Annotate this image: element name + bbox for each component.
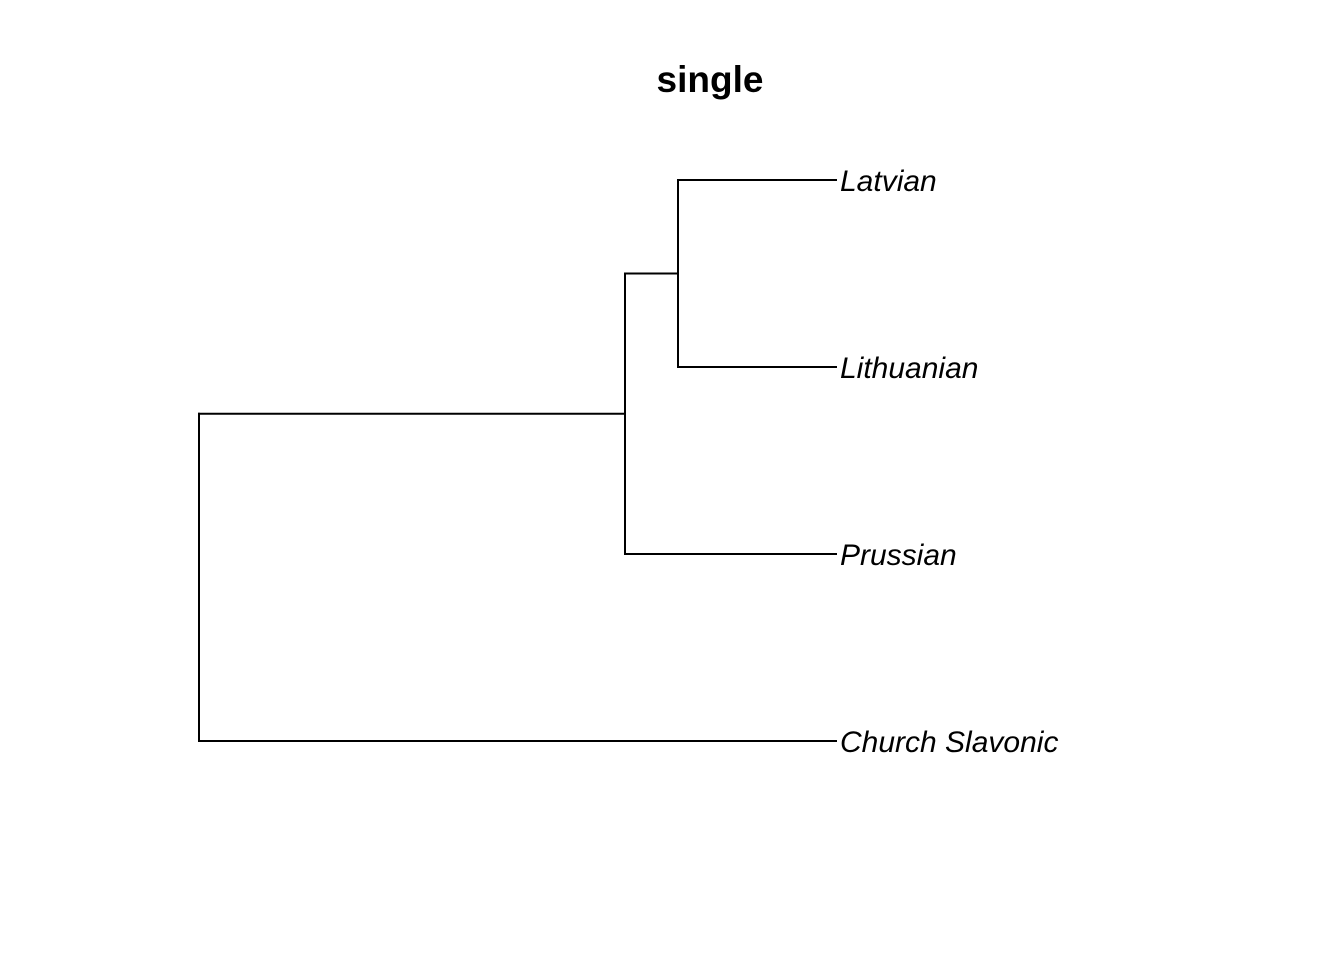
plot-title: single xyxy=(656,59,764,100)
leaf-label-prussian: Prussian xyxy=(840,539,957,572)
leaf-label-church-slavonic: Church Slavonic xyxy=(840,726,1058,759)
dendrogram-branches xyxy=(198,179,837,742)
leaf-label-latvian: Latvian xyxy=(840,165,937,198)
leaf-label-lithuanian: Lithuanian xyxy=(840,352,978,385)
